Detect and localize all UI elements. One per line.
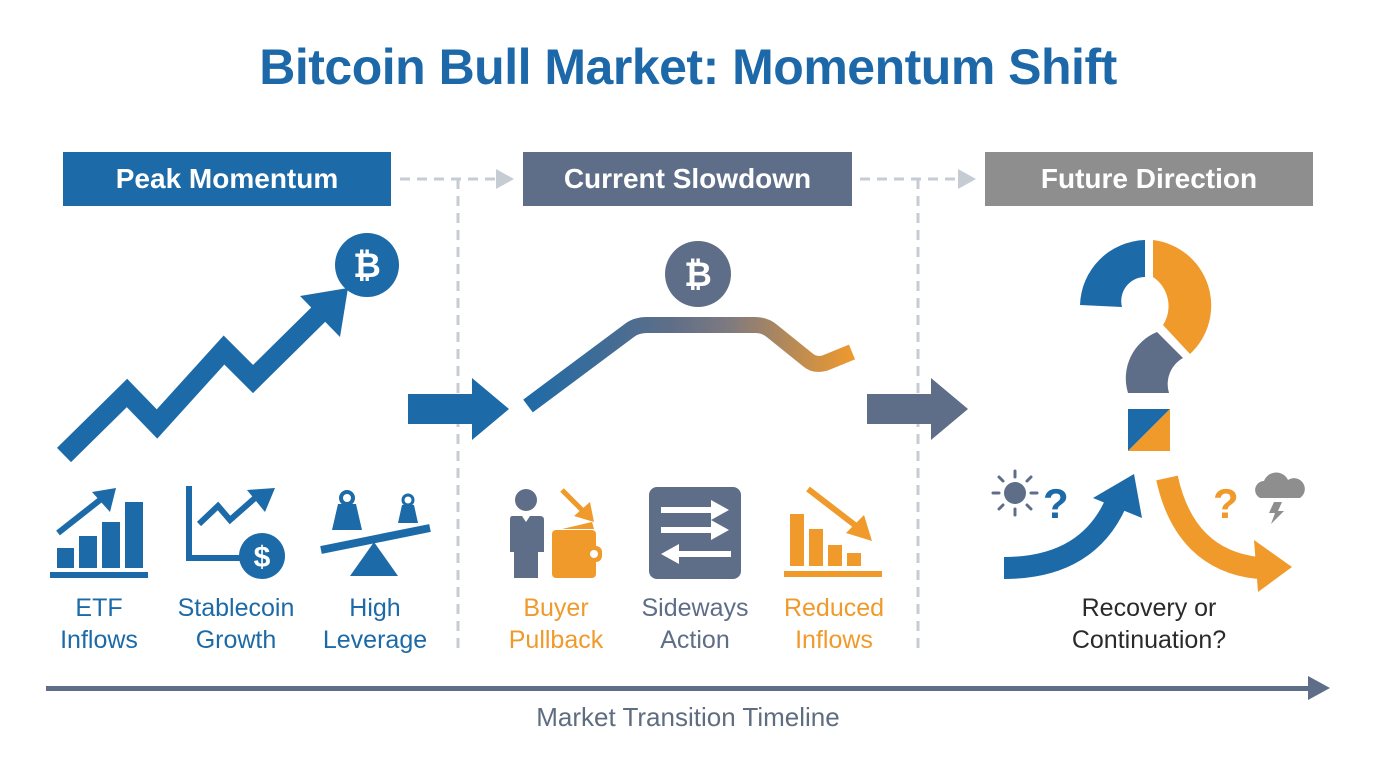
storm-cloud-icon: [1255, 472, 1305, 524]
seesaw-weights-icon: [320, 490, 431, 576]
person-wallet-down-arrow-icon: [510, 488, 602, 578]
transition-arrow-icon: [408, 378, 509, 440]
svg-text:₿: ₿: [684, 255, 712, 295]
bitcoin-icon: ₿: [335, 233, 399, 297]
factor-label-stablecoin-growth: Stablecoin Growth: [177, 594, 295, 654]
rising-bar-chart-icon: [50, 488, 148, 578]
svg-text:₿: ₿: [353, 246, 381, 286]
question-icon-recovery: ?: [1043, 480, 1069, 527]
svg-text:$: $: [254, 541, 271, 574]
factor-label-high-leverage: High Leverage: [322, 594, 428, 654]
stage-header-peak-momentum: Peak Momentum: [63, 152, 391, 206]
stage-header-current-slowdown: Current Slowdown: [523, 152, 852, 206]
line-chart-dollar-icon: $: [186, 486, 285, 579]
bitcoin-icon-slowdown: ₿: [665, 241, 731, 307]
outcome-label: Recovery or Continuation?: [1071, 594, 1227, 654]
factor-label-sideways-action: Sideways Action: [641, 594, 749, 654]
declining-bar-chart-icon: [784, 486, 882, 577]
timeline-label: Market Transition Timeline: [536, 702, 840, 732]
factor-label-etf-inflows: ETF Inflows: [60, 594, 138, 654]
sun-icon: [991, 469, 1039, 517]
stage-header-future-direction: Future Direction: [985, 152, 1313, 206]
page-title: Bitcoin Bull Market: Momentum Shift: [259, 39, 1117, 95]
factor-label-reduced-inflows: Reduced Inflows: [783, 594, 885, 654]
transition-arrow-icon-2: [867, 378, 968, 440]
factor-label-buyer-pullback: Buyer Pullback: [508, 594, 604, 654]
question-icon-continuation: ?: [1213, 480, 1239, 527]
sideways-arrows-icon: [649, 487, 741, 579]
